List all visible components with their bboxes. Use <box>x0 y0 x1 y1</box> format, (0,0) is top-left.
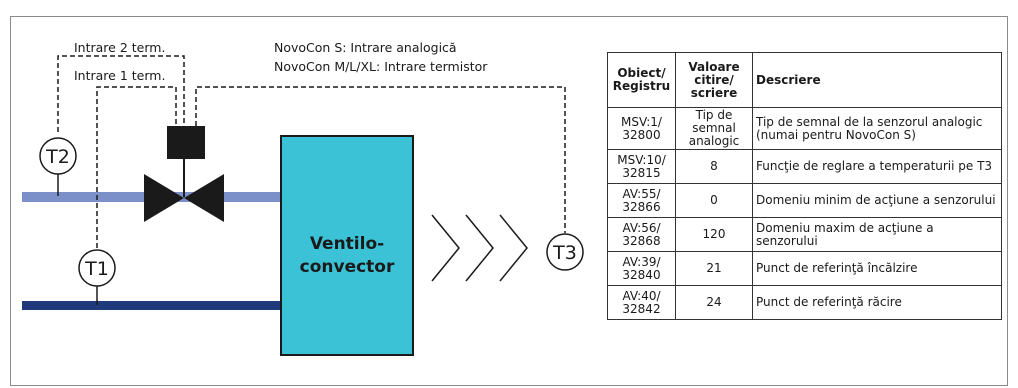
unit-label-line-2: convector <box>300 257 395 277</box>
cell-description: Domeniu minim de acţiune a senzorului <box>752 183 1002 218</box>
t1-sensor <box>78 249 116 287</box>
fan-coil-unit <box>280 135 414 356</box>
valve-actuator <box>167 126 205 159</box>
cell-value: 0 <box>675 183 753 218</box>
t3-label: T3 <box>552 242 577 264</box>
cell-value: 24 <box>675 285 753 320</box>
figure-frame <box>10 16 1008 386</box>
header-description: Descriere <box>752 52 1002 108</box>
cell-value: 120 <box>675 217 753 252</box>
wire-t3 <box>195 86 566 233</box>
table-row: AV:39/ 32840 21 Punct de referinţă încăl… <box>607 251 1002 286</box>
cell-description: Funcţie de reglare a temperaturii pe T3 <box>752 149 1002 184</box>
cell-description: Punct de referinţă încălzire <box>752 251 1002 286</box>
cell-object: AV:39/ 32840 <box>607 251 676 286</box>
table-row: AV:56/ 32868 120 Domeniu maxim de acţiun… <box>607 217 1002 252</box>
label-input-2-term: Intrare 2 term. <box>74 40 165 55</box>
fan-coil-diagram: Ventilo- convector T2 T1 T3 Intrare 2 te <box>22 40 584 356</box>
table-row: AV:55/ 32866 0 Domeniu minim de acţiune … <box>607 183 1002 218</box>
table-header-row: Obiect/ Registru Valoare citire/ scriere… <box>607 52 1002 108</box>
cell-value: 8 <box>675 149 753 184</box>
cell-object: MSV:1/ 32800 <box>607 107 676 150</box>
table-row: MSV:10/ 32815 8 Funcţie de reglare a tem… <box>607 149 1002 184</box>
cell-object: AV:40/ 32842 <box>607 285 676 320</box>
cell-object: AV:56/ 32868 <box>607 217 676 252</box>
label-novocon-s: NovoCon S: Intrare analogică <box>274 40 457 55</box>
valve-body <box>144 174 224 222</box>
header-read-write-value: Valoare citire/ scriere <box>675 52 753 108</box>
wire-input-2 <box>57 55 185 132</box>
t2-label: T2 <box>45 146 70 168</box>
label-input-1-term: Intrare 1 term. <box>74 68 165 83</box>
label-novocon-mlxl: NovoCon M/L/XL: Intrare termistor <box>274 59 488 74</box>
cell-value: Tip de semnal analogic <box>675 107 753 150</box>
table-row: AV:40/ 32842 24 Punct de referinţă răcir… <box>607 285 1002 320</box>
register-table: Obiect/ Registru Valoare citire/ scriere… <box>607 52 1002 320</box>
cell-object: MSV:10/ 32815 <box>607 149 676 184</box>
cell-value: 21 <box>675 251 753 286</box>
cell-description: Punct de referinţă răcire <box>752 285 1002 320</box>
t3-sensor <box>546 233 584 271</box>
cell-object: AV:55/ 32866 <box>607 183 676 218</box>
t1-label: T1 <box>84 258 109 280</box>
cell-description: Domeniu maxim de acţiune a senzorului <box>752 217 1002 252</box>
air-flow-chevrons <box>431 214 528 282</box>
wire-input-1 <box>96 86 177 248</box>
table-row: MSV:1/ 32800 Tip de semnal analogic Tip … <box>607 107 1002 150</box>
return-pipe <box>22 301 280 310</box>
cell-description: Tip de semnal de la senzorul analogic (n… <box>752 107 1002 150</box>
unit-label-line-1: Ventilo- <box>310 234 384 254</box>
header-object-register: Obiect/ Registru <box>607 52 676 108</box>
t2-sensor <box>39 137 77 175</box>
